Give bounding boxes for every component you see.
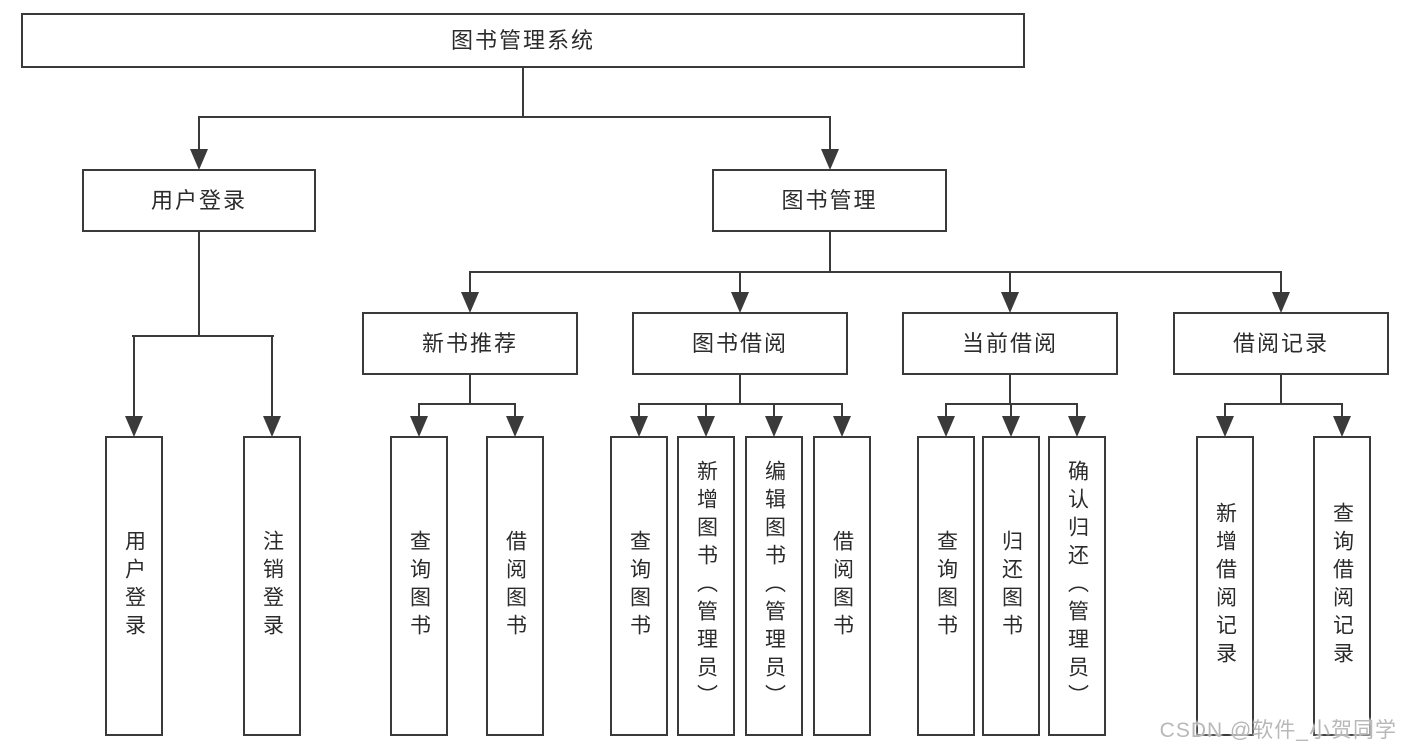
leaf-borrow-books: 借阅图书 xyxy=(813,436,871,736)
connector-line xyxy=(739,271,741,295)
connector-line xyxy=(1076,403,1078,419)
arrow-down-icon xyxy=(1333,416,1351,437)
arrow-down-icon xyxy=(461,292,479,313)
node-book-borrow: 图书借阅 xyxy=(632,312,848,375)
leaf-query-books-current: 查询图书 xyxy=(917,436,975,736)
connector-line xyxy=(829,116,831,152)
node-current-borrow: 当前借阅 xyxy=(902,312,1118,375)
arrow-down-icon xyxy=(765,416,783,437)
leaf-logout: 注销登录 xyxy=(243,436,301,736)
connector-line xyxy=(638,403,640,419)
connector-line xyxy=(132,335,274,337)
node-new-book-recommend: 新书推荐 xyxy=(362,312,578,375)
leaf-borrow-books-recommend: 借阅图书 xyxy=(486,436,544,736)
leaf-query-books-borrow: 查询图书 xyxy=(610,436,668,736)
watermark: CSDN @软件_小贺同学 xyxy=(1159,719,1397,742)
connector-line xyxy=(1224,403,1226,419)
connector-line xyxy=(705,403,707,419)
connector-line xyxy=(198,116,200,152)
connector-line xyxy=(739,375,741,405)
connector-line xyxy=(522,68,524,117)
arrow-down-icon xyxy=(410,416,428,437)
arrow-down-icon xyxy=(506,416,524,437)
arrow-down-icon xyxy=(937,416,955,437)
connector-line xyxy=(198,232,200,336)
connector-line xyxy=(773,403,775,419)
connector-line xyxy=(469,375,471,405)
arrow-down-icon xyxy=(190,149,208,170)
arrow-down-icon xyxy=(1068,416,1086,437)
connector-line xyxy=(841,403,843,419)
arrow-down-icon xyxy=(1272,292,1290,313)
leaf-add-borrow-record: 新增借阅记录 xyxy=(1196,436,1254,736)
connector-line xyxy=(1009,375,1011,405)
leaf-edit-book-admin: 编辑图书（管理员） xyxy=(745,436,803,736)
connector-line xyxy=(418,403,516,405)
connector-line xyxy=(829,232,831,273)
leaf-add-book-admin: 新增图书（管理员） xyxy=(677,436,735,736)
arrow-down-icon xyxy=(125,416,143,437)
connector-line xyxy=(198,116,831,118)
arrow-down-icon xyxy=(263,416,281,437)
connector-line xyxy=(638,403,843,405)
leaf-confirm-return-admin: 确认归还（管理员） xyxy=(1048,436,1106,736)
node-root: 图书管理系统 xyxy=(21,13,1025,68)
arrow-down-icon xyxy=(731,292,749,313)
node-borrow-records: 借阅记录 xyxy=(1173,312,1389,375)
arrow-down-icon xyxy=(1001,292,1019,313)
connector-line xyxy=(469,271,471,295)
leaf-user-login: 用户登录 xyxy=(105,436,163,736)
connector-line xyxy=(418,403,420,419)
connector-line xyxy=(271,335,273,418)
arrow-down-icon xyxy=(833,416,851,437)
connector-line xyxy=(1009,271,1011,295)
arrow-down-icon xyxy=(630,416,648,437)
connector-line xyxy=(1280,375,1282,405)
node-book-management: 图书管理 xyxy=(712,169,947,232)
connector-line xyxy=(1010,403,1012,419)
arrow-down-icon xyxy=(1216,416,1234,437)
connector-line xyxy=(1341,403,1343,419)
connector-line xyxy=(1224,403,1343,405)
arrow-down-icon xyxy=(1002,416,1020,437)
arrow-down-icon xyxy=(697,416,715,437)
connector-line xyxy=(469,271,1282,273)
connector-line xyxy=(1280,271,1282,295)
arrow-down-icon xyxy=(821,149,839,170)
node-user-login: 用户登录 xyxy=(82,169,316,232)
connector-line xyxy=(945,403,947,419)
connector-line xyxy=(514,403,516,419)
leaf-return-book: 归还图书 xyxy=(982,436,1040,736)
connector-line xyxy=(133,335,135,418)
leaf-query-borrow-record: 查询借阅记录 xyxy=(1313,436,1371,736)
leaf-query-books-recommend: 查询图书 xyxy=(390,436,448,736)
